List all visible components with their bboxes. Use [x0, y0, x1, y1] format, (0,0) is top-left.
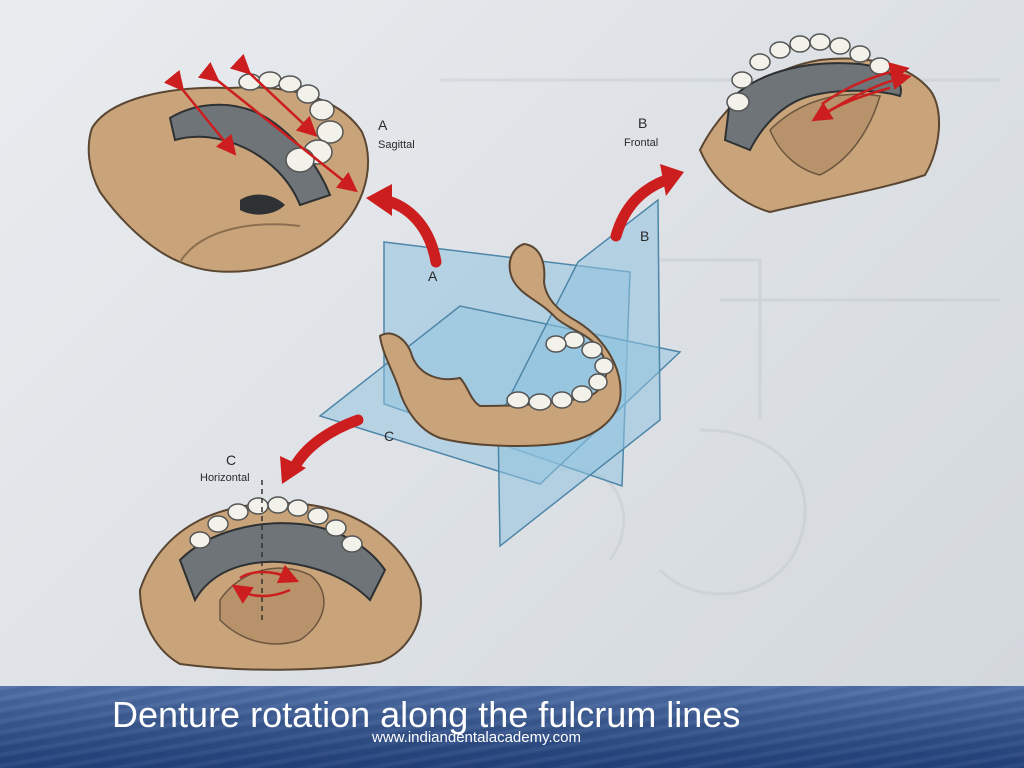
rotation-arrows-sagittal: [163, 53, 358, 193]
view-letter-b: B: [638, 115, 648, 131]
arrowhead-horizontal: [280, 456, 306, 484]
plane-letter-c: C: [384, 428, 395, 444]
cast-view-frontal: [698, 33, 941, 214]
view-caption-horizontal: Horizontal: [200, 472, 250, 484]
arrow-to-horizontal: [288, 414, 364, 474]
mandible-teeth: [506, 331, 614, 411]
teeth-row-frontal: [726, 33, 891, 112]
rotation-arrows-horizontal: [231, 564, 300, 604]
plane-letter-a: A: [428, 268, 438, 284]
footer-band: [0, 686, 1024, 768]
slide-title: Denture rotation along the fulcrum lines: [112, 694, 741, 735]
framework-horizontal: [178, 522, 387, 603]
cast-view-horizontal: [138, 480, 422, 671]
cast-view-sagittal: [87, 53, 370, 273]
view-letter-c: C: [226, 452, 237, 468]
transfer-arrowheads: [280, 164, 684, 484]
teeth-row-horizontal: [189, 496, 363, 553]
mandible-bone: [378, 242, 622, 447]
view-caption-frontal: Frontal: [624, 137, 659, 149]
website-link[interactable]: www.indiandentalacademy.com: [372, 729, 581, 746]
diagram-illustration: [87, 33, 1000, 671]
view-caption-sagittal: Sagittal: [378, 139, 415, 151]
view-letter-a: A: [378, 117, 388, 133]
arrowhead-sagittal: [366, 184, 392, 216]
arrowhead-frontal: [660, 164, 684, 196]
arrow-to-frontal: [610, 174, 672, 242]
mandible-planes-group: [318, 198, 682, 548]
plane-letter-b: B: [640, 228, 650, 244]
rotation-arrows-frontal: [811, 62, 912, 122]
diagram-figure: A B C A Sagittal B Frontal C Horizontal: [0, 0, 1024, 686]
